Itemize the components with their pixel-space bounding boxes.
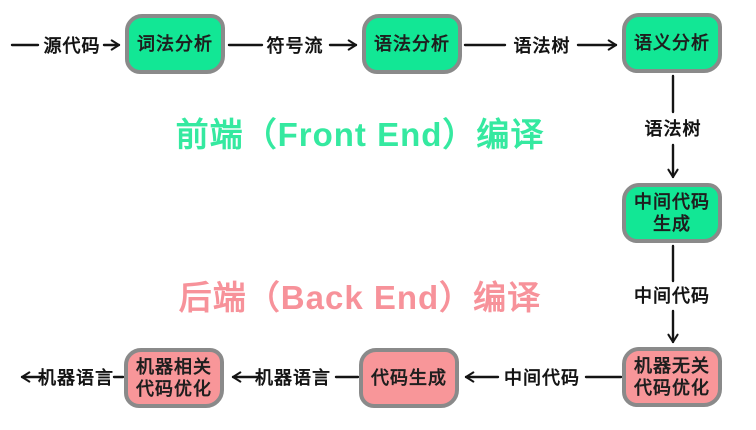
node-code-generation: 代码生成	[359, 348, 459, 408]
edge-label-syntax-tree-right: 语法树	[644, 119, 702, 139]
edge-label-token-stream: 符号流	[266, 36, 324, 56]
node-lexical-analysis: 词法分析	[125, 14, 225, 74]
node-machine-dependent-optimization: 机器相关 代码优化	[124, 348, 224, 408]
edge-label-syntax-tree-top: 语法树	[513, 36, 571, 56]
edge-label-intermediate-bottom: 中间代码	[504, 368, 580, 388]
node-intermediate-code-generation: 中间代码 生成	[622, 183, 722, 243]
back-end-title: 后端（Back End）编译	[178, 279, 542, 316]
edge-label-machine-language-out: 机器语言	[38, 368, 114, 388]
node-semantic-analysis: 语义分析	[622, 13, 722, 73]
edge-label-intermediate-right: 中间代码	[634, 286, 710, 306]
node-syntax-analysis: 语法分析	[362, 14, 462, 74]
edge-label-machine-language-mid: 机器语言	[255, 368, 331, 388]
node-machine-independent-optimization: 机器无关 代码优化	[622, 347, 722, 407]
front-end-title: 前端（Front End）编译	[175, 116, 545, 153]
edge-label-source-code: 源代码	[43, 36, 101, 56]
